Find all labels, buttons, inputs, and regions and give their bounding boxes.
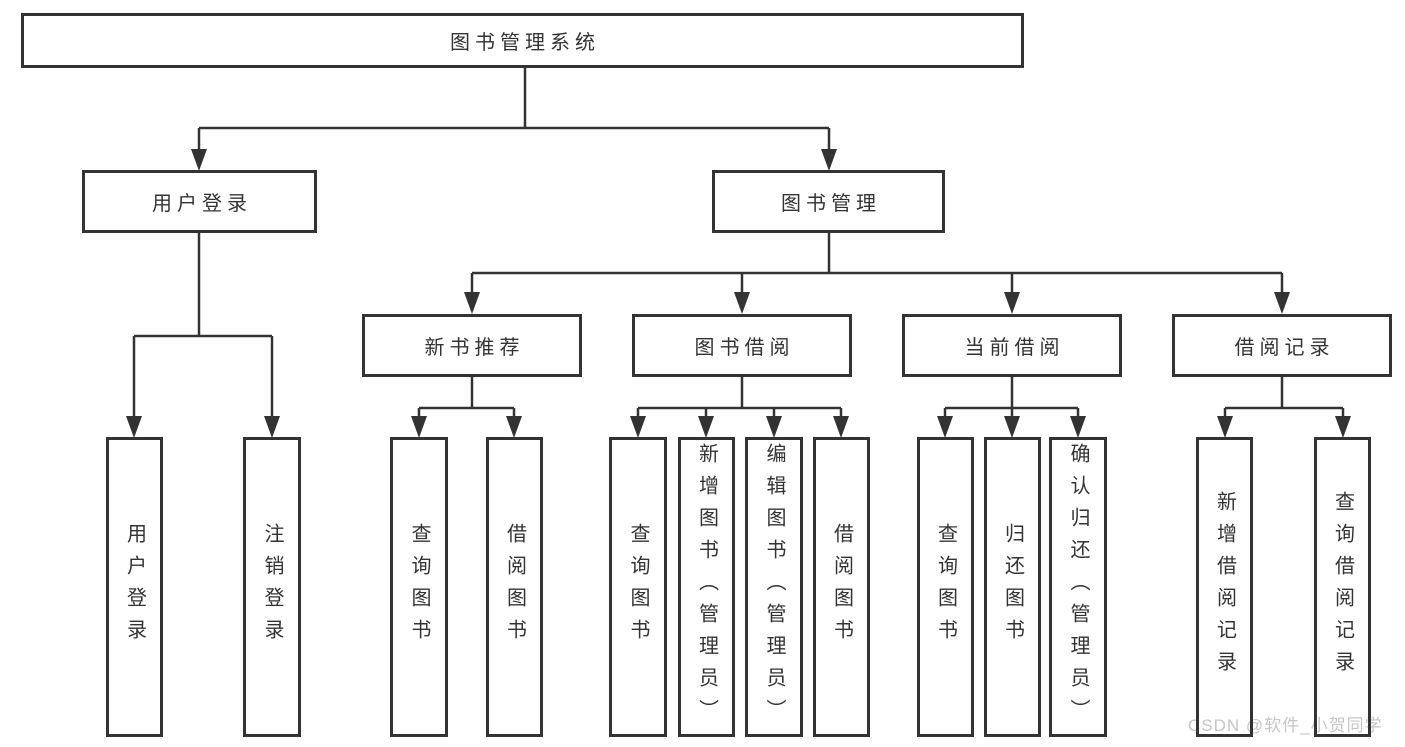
node-borrow-records: 借阅记录 (1172, 314, 1392, 377)
leaf-user-login: 用户登录 (106, 437, 163, 737)
leaf-borrow-books-2: 借阅图书 (813, 437, 870, 737)
leaf-query-books-2: 查询图书 (609, 437, 667, 737)
connector-borrow-records (1217, 377, 1351, 438)
node-new-book-recommend: 新书推荐 (362, 314, 582, 377)
node-label: 编辑图书（管理员） (763, 443, 785, 731)
leaf-return-books: 归还图书 (984, 437, 1041, 737)
node-label: 新增图书（管理员） (695, 443, 718, 731)
node-label: 新增借阅记录 (1213, 491, 1236, 683)
connector-book-management (464, 233, 1290, 314)
connector-book-borrow (630, 377, 849, 438)
node-label: 确认归还（管理员） (1067, 443, 1089, 731)
node-label: 图书借阅 (694, 337, 795, 359)
node-label: 当前借阅 (964, 337, 1065, 359)
node-label: 用户登录 (123, 523, 146, 651)
node-book-borrow: 图书借阅 (632, 314, 852, 377)
connector-user-login (126, 233, 280, 438)
node-label: 图书管理系统 (450, 32, 600, 54)
connector-current-borrow (937, 377, 1086, 438)
node-label: 查询图书 (627, 523, 649, 651)
leaf-borrow-books-1: 借阅图书 (486, 437, 543, 737)
leaf-add-borrow-record: 新增借阅记录 (1196, 437, 1253, 737)
node-root-library-system: 图书管理系统 (21, 13, 1024, 68)
leaf-query-books-3: 查询图书 (917, 437, 974, 737)
node-label: 查询图书 (934, 523, 957, 651)
node-book-management: 图书管理 (712, 170, 945, 233)
node-user-login: 用户登录 (82, 170, 317, 233)
connector-new-book (411, 377, 522, 438)
node-label: 借阅图书 (503, 523, 526, 651)
leaf-add-books-admin: 新增图书（管理员） (678, 437, 735, 737)
node-label: 借阅图书 (830, 523, 853, 651)
leaf-query-borrow-record: 查询借阅记录 (1314, 437, 1371, 737)
csdn-watermark: CSDN @软件_小贺同学 (1188, 716, 1383, 735)
node-label: 用户登录 (152, 193, 252, 215)
node-current-borrow: 当前借阅 (902, 314, 1122, 377)
leaf-query-books-1: 查询图书 (390, 437, 448, 737)
node-label: 注销登录 (261, 523, 283, 651)
node-label: 图书管理 (781, 193, 881, 215)
node-label: 归还图书 (1001, 523, 1024, 651)
leaf-logout: 注销登录 (243, 437, 301, 737)
connector-root (191, 68, 837, 171)
leaf-confirm-return-admin: 确认归还（管理员） (1049, 437, 1107, 737)
node-label: 查询借阅记录 (1331, 491, 1354, 683)
node-label: 查询图书 (408, 523, 430, 651)
node-label: 新书推荐 (424, 337, 525, 359)
leaf-edit-books-admin: 编辑图书（管理员） (745, 437, 803, 737)
node-label: 借阅记录 (1234, 337, 1335, 359)
